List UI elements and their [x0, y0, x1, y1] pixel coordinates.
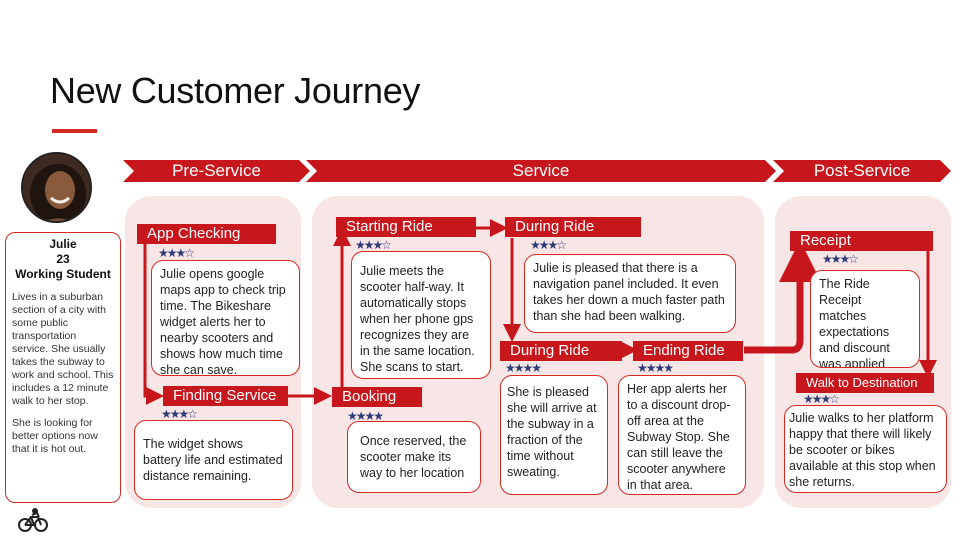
step-label-receipt: Receipt: [790, 231, 933, 251]
step-label-ending-ride: Ending Ride: [633, 341, 743, 361]
persona-note: She is looking for better options now th…: [12, 417, 98, 455]
persona-avatar: [21, 152, 92, 223]
card-during-ride-2: She is pleased she will arrive at the su…: [500, 375, 608, 495]
card-app-checking: Julie opens google maps app to check tri…: [151, 260, 300, 376]
title-underline: [52, 129, 97, 133]
rating-during-ride-2: ★★★★: [505, 361, 542, 375]
slide-title: New Customer Journey: [50, 70, 421, 111]
rating-ending-ride: ★★★★: [637, 361, 674, 375]
persona-card: Julie 23 Working Student Lives in a subu…: [5, 232, 121, 503]
persona-age: 23: [56, 252, 70, 266]
card-receipt: The Ride Receipt matches expectations an…: [810, 270, 920, 368]
rating-receipt: ★★★☆: [822, 252, 859, 266]
rating-walk-to-destination: ★★★☆: [803, 392, 840, 406]
card-walk-to-destination: Julie walks to her platform happy that t…: [784, 405, 947, 493]
rating-app-checking: ★★★☆: [158, 246, 195, 260]
step-label-walk-to-destination: Walk to Destination: [796, 373, 934, 393]
persona-role: Working Student: [15, 267, 111, 281]
step-label-finding-service: Finding Service: [163, 386, 288, 406]
phase-post-service: Post-Service: [773, 160, 951, 182]
step-label-app-checking: App Checking: [137, 224, 276, 244]
step-label-during-ride-1: During Ride: [505, 217, 641, 237]
card-starting-ride: Julie meets the scooter half-way. It aut…: [351, 251, 491, 379]
connector-app-to-finding: [143, 244, 164, 405]
rating-during-ride-1: ★★★☆: [530, 238, 567, 252]
rating-booking: ★★★★: [347, 409, 384, 423]
step-label-during-ride-2: During Ride: [500, 341, 622, 361]
card-during-ride-1: Julie is pleased that there is a navigat…: [524, 254, 736, 333]
rating-finding-service: ★★★☆: [161, 407, 198, 421]
step-label-starting-ride: Starting Ride: [336, 217, 476, 237]
bicycle-icon: [18, 508, 48, 532]
phase-pre-service: Pre-Service: [123, 160, 310, 182]
rating-starting-ride: ★★★☆: [355, 238, 392, 252]
connector-ending-to-receipt: [744, 240, 821, 354]
card-ending-ride: Her app alerts her to a discount drop-of…: [618, 375, 746, 495]
card-booking: Once reserved, the scooter make its way …: [347, 421, 481, 493]
card-finding-service: The widget shows battery life and estima…: [134, 420, 293, 500]
persona-photo-icon: [23, 154, 90, 221]
persona-name: Julie: [49, 237, 77, 251]
step-label-booking: Booking: [332, 387, 422, 407]
phase-service: Service: [306, 160, 776, 182]
persona-bio: Lives in a suburban section of a city wi…: [12, 291, 114, 407]
